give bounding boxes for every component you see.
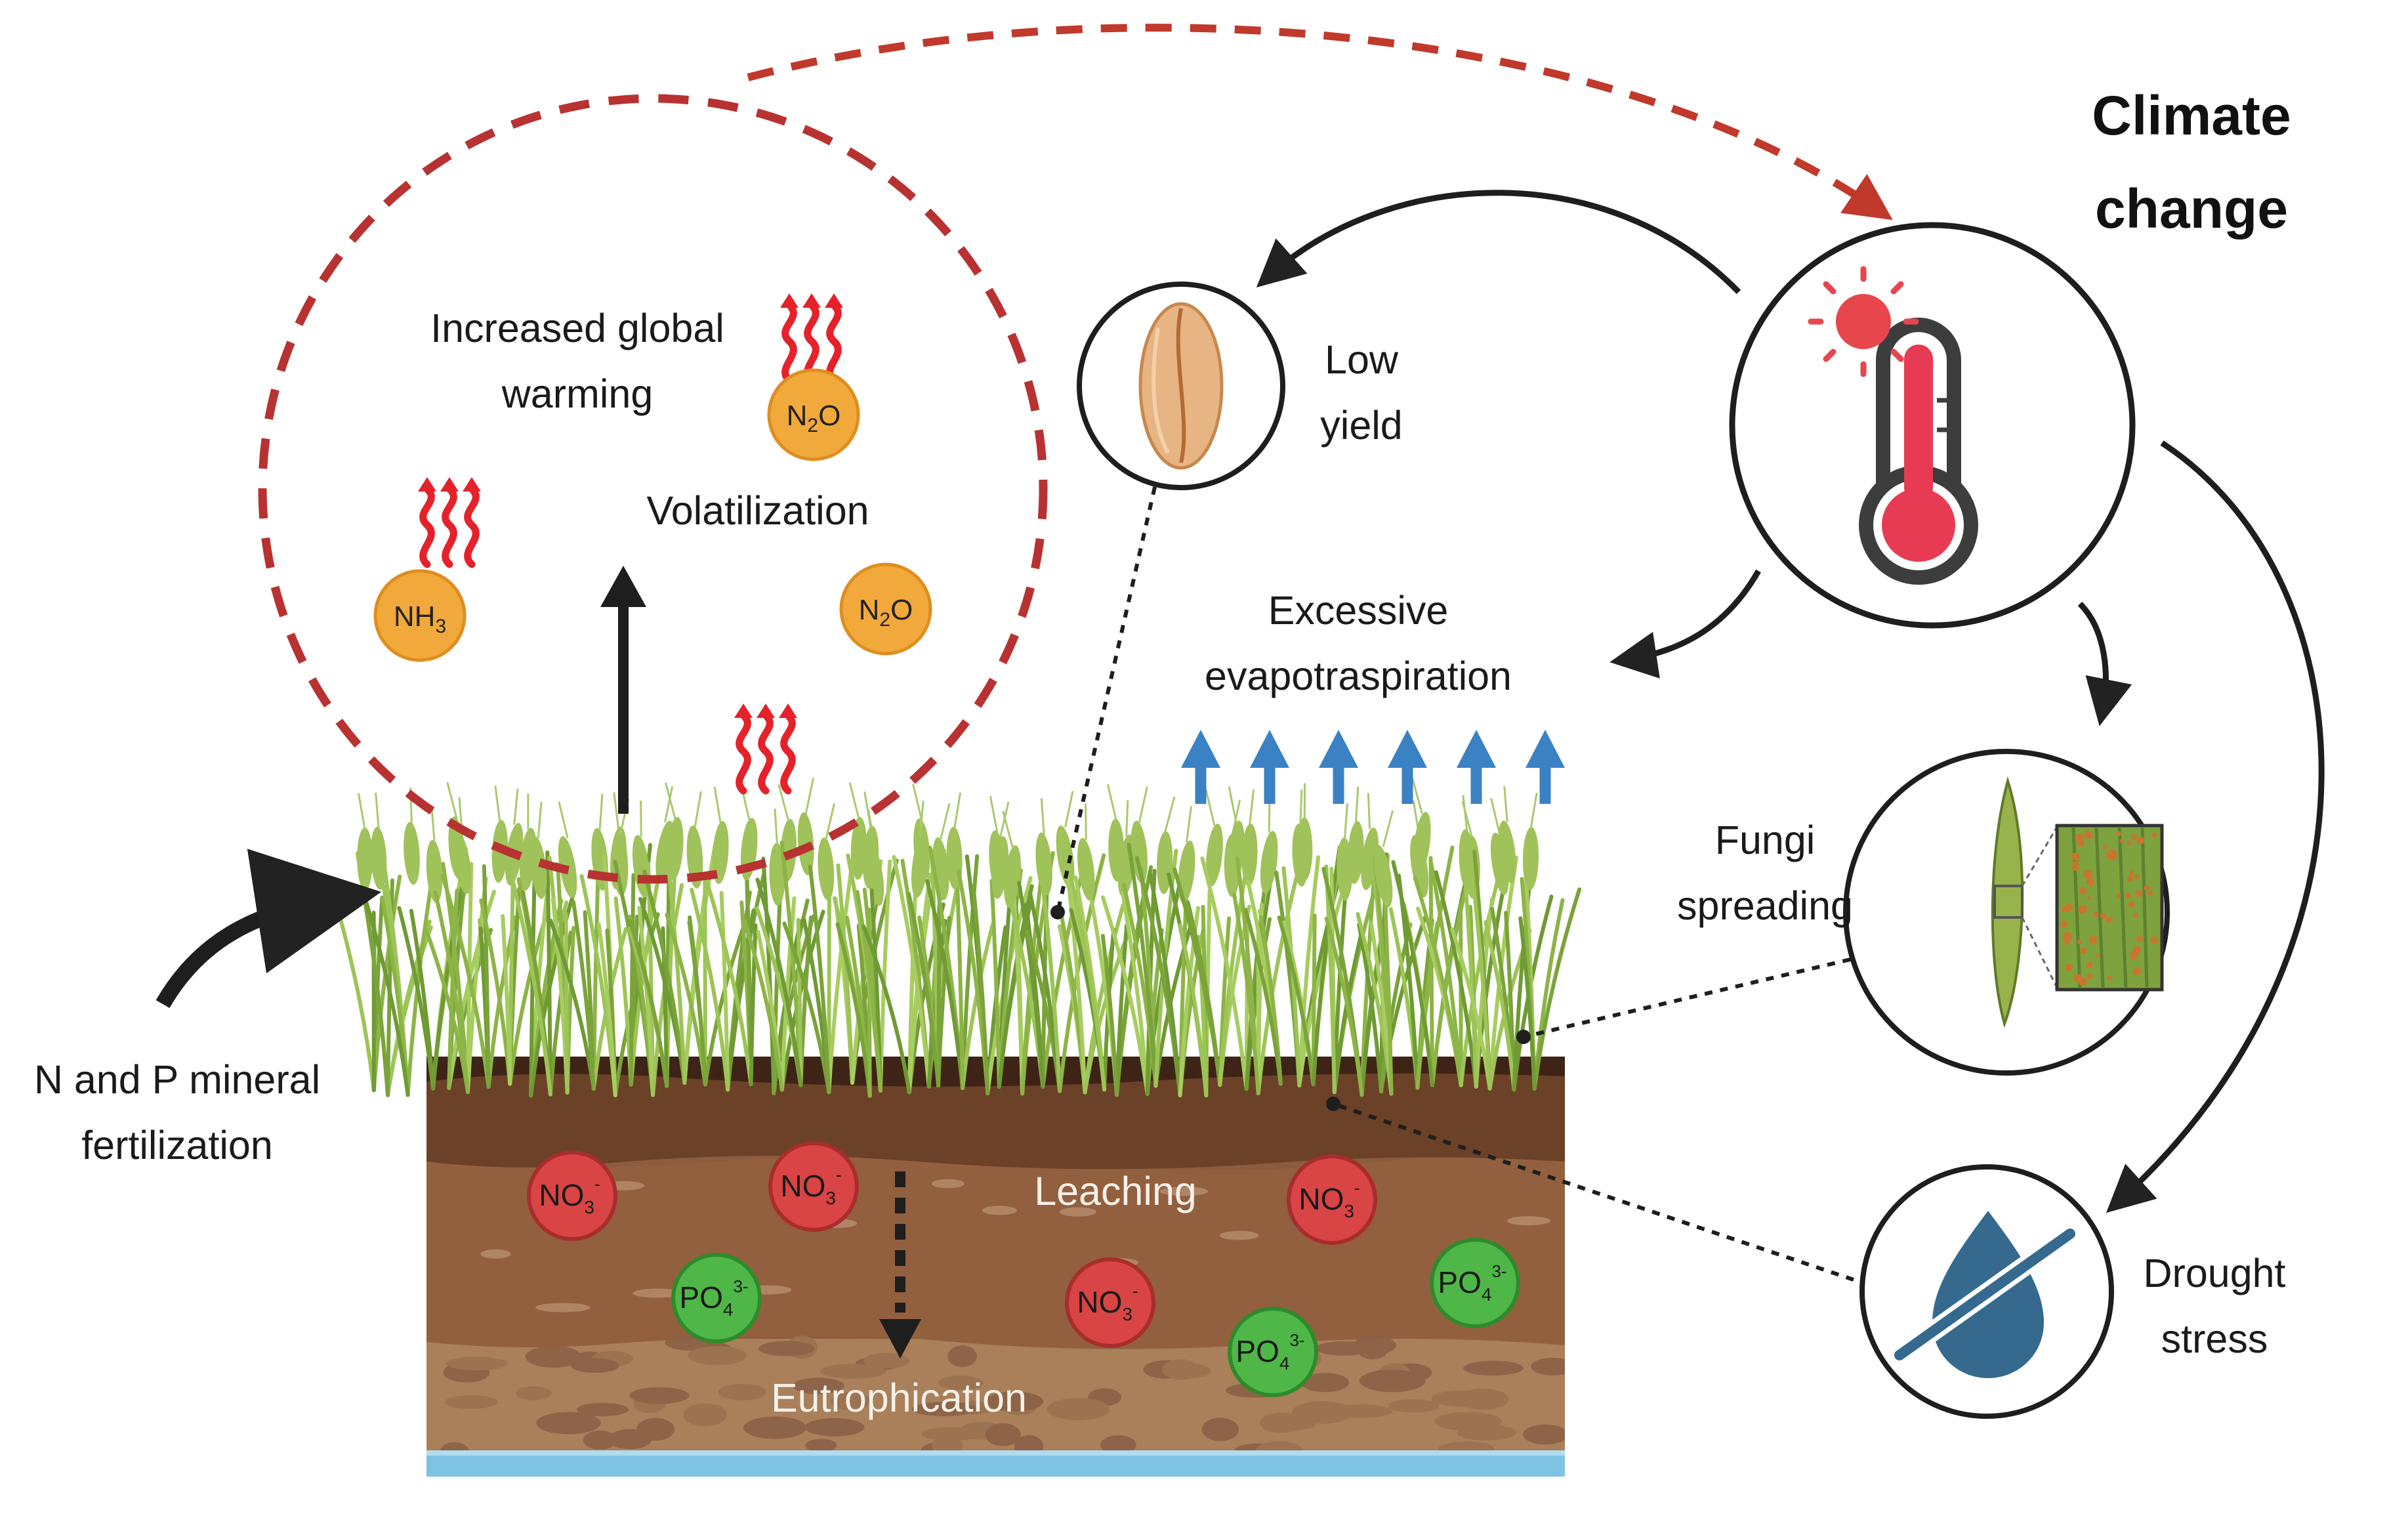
diagram-title: Climate change: [2054, 69, 2329, 255]
phosphate-ion: PO43-: [1430, 1238, 1520, 1328]
wheat-plant: [504, 801, 573, 1097]
wheat-plant: [1064, 784, 1125, 1092]
heat-wave-tip: [802, 293, 821, 308]
leaf-rust-icon: [1843, 749, 2170, 1076]
wheat-plant: [1025, 791, 1106, 1093]
heat-waves-icon: [418, 293, 843, 795]
up-arrow-icon: [1319, 730, 1358, 804]
n2o-bubble-right: N2O: [839, 562, 932, 656]
drought-leader-dot: [1326, 1097, 1340, 1111]
heat-wave-line: [736, 711, 751, 795]
drought-leader-line: [1333, 1102, 1854, 1282]
heat-wave-line: [419, 485, 435, 568]
evaporation-arrows: [1181, 730, 1565, 804]
wheat-plant: [638, 782, 718, 1085]
heat-wave-tip: [734, 704, 753, 718]
warming-label: Increased global warming: [430, 306, 724, 416]
svg-text:N2O: N2O: [787, 400, 841, 436]
heat-wave-tip: [440, 477, 459, 492]
leaching-label: Leaching: [1034, 1169, 1197, 1213]
heat-wave-line: [780, 711, 796, 795]
feedback-dashed-arrow: [747, 24, 1893, 221]
no-water-drop-icon: [1859, 1164, 2114, 1419]
nitrate-ion: NO3-: [768, 1141, 859, 1232]
heat-wave-line: [464, 485, 480, 568]
to-drought-arrow: [2106, 440, 2325, 1213]
svg-text:NO3-: NO3-: [1298, 1178, 1360, 1221]
heat-wave-group: [780, 293, 843, 385]
atmosphere-circle: [258, 94, 1048, 884]
fungi-label: Fungi spreading: [1677, 818, 1853, 928]
wheat-plant: [782, 803, 856, 1095]
svg-text:PO43-: PO43-: [679, 1276, 748, 1320]
fungi-leader-dot: [1516, 1030, 1531, 1044]
heat-wave-group: [418, 477, 481, 568]
up-arrow-icon: [1181, 730, 1220, 804]
to-yield-arrow: [1256, 190, 1741, 295]
heat-wave-tip: [780, 293, 799, 308]
up-arrow-icon: [1526, 730, 1565, 804]
wheat-plant: [1356, 810, 1394, 1096]
leaching-arrow: [879, 1171, 921, 1358]
up-arrow-icon: [1388, 730, 1427, 804]
heat-wave-tip: [463, 477, 481, 492]
svg-text:NO3-: NO3-: [780, 1165, 841, 1208]
wheat-plant: [1057, 803, 1130, 1095]
grain-leader-line: [1056, 486, 1157, 913]
eutrophication-label: Eutrophication: [771, 1376, 1027, 1420]
evapotranspiration-label: Excessive evapotraspiration: [1205, 588, 1512, 698]
volatilization-arrow: [600, 566, 646, 814]
to-evapo-arrow: [1609, 569, 1761, 679]
heat-wave-line: [826, 301, 842, 385]
phosphate-ion: PO43-: [1228, 1307, 1318, 1397]
up-arrow-icon: [1250, 730, 1289, 804]
wheat-plant: [547, 801, 577, 1095]
grain-icon: [1077, 282, 1285, 490]
nitrate-ion: NO3-: [1287, 1154, 1377, 1245]
svg-text:PO43-: PO43-: [1438, 1261, 1506, 1305]
volatilization-label: Volatilization: [646, 488, 869, 533]
nh3-bubble: NH3: [373, 569, 467, 662]
low-yield-label: Low yield: [1320, 337, 1403, 448]
wheat-plant: [832, 809, 884, 1098]
heat-wave-tip: [418, 477, 436, 492]
wheat-plant: [1134, 806, 1206, 1098]
thermometer-icon: [1729, 222, 2136, 629]
sun-icon: [1808, 266, 1919, 377]
nitrate-ion: NO3-: [527, 1150, 617, 1241]
heat-wave-line: [781, 301, 797, 385]
svg-text:NH3: NH3: [394, 600, 446, 637]
title-line-2: change: [2094, 178, 2289, 240]
heat-wave-line: [758, 711, 774, 795]
svg-text:NO3-: NO3-: [1077, 1281, 1138, 1324]
fungi-leader-line: [1523, 957, 1851, 1039]
svg-text:NO3-: NO3-: [539, 1174, 600, 1217]
grain-leader-dot: [1050, 905, 1065, 919]
heat-wave-tip: [779, 704, 797, 718]
to-fungi-arrow: [2077, 601, 2132, 726]
wheat-plant: [846, 791, 892, 1093]
wheat-plant: [1518, 792, 1582, 1091]
svg-text:PO43-: PO43-: [1235, 1330, 1304, 1374]
fertilization-arrow: [156, 849, 382, 1009]
nitrate-ion: NO3-: [1065, 1257, 1155, 1348]
up-arrow-icon: [1457, 730, 1496, 804]
phosphate-ion: PO43-: [671, 1253, 762, 1343]
n2o-bubble-top: N2O: [767, 368, 860, 461]
fertilization-label: N and P mineral fertilization: [33, 1057, 321, 1167]
heat-wave-tip: [757, 704, 775, 718]
svg-text:N2O: N2O: [859, 594, 913, 631]
heat-wave-line: [804, 301, 820, 385]
wheat-plant: [1321, 786, 1386, 1097]
heat-wave-line: [442, 485, 457, 568]
heat-wave-group: [734, 704, 797, 795]
heat-wave-tip: [825, 293, 843, 308]
title-line-1: Climate: [2092, 85, 2291, 146]
wheat-field: [336, 777, 1582, 1098]
drought-label: Drought stress: [2143, 1251, 2286, 1361]
wheat-plant: [1243, 796, 1283, 1086]
